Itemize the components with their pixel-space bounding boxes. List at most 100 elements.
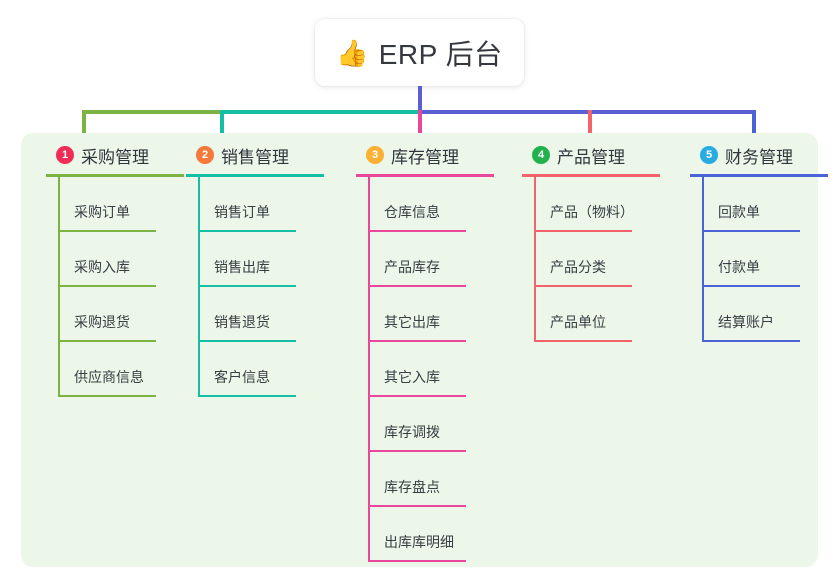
branch-header-3[interactable]: 3 库存管理	[350, 141, 510, 169]
branch-item[interactable]: 产品（物料）	[534, 177, 676, 232]
branch-item-underline	[370, 340, 466, 342]
branch-spine-line	[702, 177, 704, 342]
branch-item[interactable]: 产品库存	[368, 232, 510, 287]
branch-column-4: 4 产品管理产品（物料） 产品分类产品单位	[516, 141, 676, 342]
page-title: ERP 后台	[378, 38, 503, 70]
branch-title: 产品管理	[557, 147, 625, 167]
branch-header-underline	[522, 174, 660, 177]
branch-number-badge: 2	[196, 146, 214, 164]
branch-item-underline	[536, 230, 632, 232]
branch-item[interactable]: 其它入库	[368, 342, 510, 397]
branch-number-badge: 1	[56, 146, 74, 164]
branch-number-badge: 4	[532, 146, 550, 164]
branch-item-list: 产品（物料） 产品分类产品单位	[534, 177, 676, 342]
branch-item-underline	[370, 505, 466, 507]
branch-item-underline	[536, 340, 632, 342]
branch-item[interactable]: 库存盘点	[368, 452, 510, 507]
branch-item[interactable]: 回款单	[702, 177, 839, 232]
thumbs-up-icon: 👍	[336, 37, 369, 68]
branch-drop-3	[418, 110, 422, 141]
branch-item[interactable]: 产品单位	[534, 287, 676, 342]
branch-item-underline	[370, 560, 466, 562]
branch-item[interactable]: 客户信息	[198, 342, 340, 397]
branch-header-underline	[690, 174, 828, 177]
branch-item-label: 产品分类	[550, 259, 606, 275]
branch-item-label: 仓库信息	[384, 204, 440, 220]
branch-item-list: 采购订单采购入库采购退货供应商信息	[58, 177, 200, 397]
branch-item-underline	[60, 285, 156, 287]
branch-item[interactable]: 库存调拨	[368, 397, 510, 452]
branch-header-4[interactable]: 4 产品管理	[516, 141, 676, 169]
branch-item-label: 回款单	[718, 204, 760, 220]
branch-item-list: 销售订单销售出库销售退货客户信息	[198, 177, 340, 397]
branch-item[interactable]: 产品分类	[534, 232, 676, 287]
branch-item-label: 销售退货	[214, 314, 270, 330]
branch-item-underline	[60, 230, 156, 232]
branch-item[interactable]: 结算账户	[702, 287, 839, 342]
branch-header-underline	[356, 174, 494, 177]
branch-item-label: 销售出库	[214, 259, 270, 275]
branch-item-underline	[60, 340, 156, 342]
branch-item-list: 仓库信息产品库存其它出库其它入库库存调拨库存盘点出库库明细	[368, 177, 510, 562]
branch-item-underline	[370, 285, 466, 287]
branch-item[interactable]: 采购订单	[58, 177, 200, 232]
branch-column-5: 5 财务管理回款单付款单结算账户	[684, 141, 839, 342]
branch-header-underline	[186, 174, 324, 177]
branches-panel	[21, 133, 818, 567]
branch-item[interactable]: 采购退货	[58, 287, 200, 342]
branch-item-label: 采购入库	[74, 259, 130, 275]
branch-number-badge: 5	[700, 146, 718, 164]
branch-header-underline	[46, 174, 184, 177]
branch-title: 采购管理	[81, 147, 149, 167]
branch-item-label: 结算账户	[718, 314, 774, 330]
branch-item-underline	[704, 340, 800, 342]
branch-item[interactable]: 仓库信息	[368, 177, 510, 232]
branch-header-1[interactable]: 1 采购管理	[40, 141, 200, 169]
branch-item-underline	[370, 395, 466, 397]
branch-spine-line	[534, 177, 536, 342]
branch-item-label: 销售订单	[214, 204, 270, 220]
branch-item-underline	[704, 230, 800, 232]
bus-segment-3	[418, 110, 756, 114]
branch-column-1: 1 采购管理采购订单采购入库采购退货供应商信息	[40, 141, 200, 397]
branch-item-label: 其它入库	[384, 369, 440, 385]
branch-item[interactable]: 付款单	[702, 232, 839, 287]
branch-title: 库存管理	[391, 147, 459, 167]
branch-item-underline	[536, 285, 632, 287]
branch-item-label: 客户信息	[214, 369, 270, 385]
branch-item-underline	[200, 285, 296, 287]
branch-item-underline	[200, 340, 296, 342]
branch-item-underline	[200, 395, 296, 397]
branch-item[interactable]: 出库库明细	[368, 507, 510, 562]
bus-segment-1	[82, 110, 222, 114]
branch-item-label: 采购退货	[74, 314, 130, 330]
branch-item-label: 付款单	[718, 259, 760, 275]
branch-item[interactable]: 其它出库	[368, 287, 510, 342]
branch-item[interactable]: 销售退货	[198, 287, 340, 342]
branch-item-underline	[60, 395, 156, 397]
branch-item-list: 回款单付款单结算账户	[702, 177, 839, 342]
branch-number-badge: 3	[366, 146, 384, 164]
branch-header-5[interactable]: 5 财务管理	[684, 141, 839, 169]
branch-item-underline	[370, 230, 466, 232]
branch-item[interactable]: 供应商信息	[58, 342, 200, 397]
root-node-card[interactable]: 👍 ERP 后台	[315, 19, 524, 86]
root-connector-line	[418, 86, 422, 112]
branch-item-label: 库存盘点	[384, 479, 440, 495]
branch-spine-line	[368, 177, 370, 562]
branch-item-label: 出库库明细	[384, 534, 454, 550]
branch-drop-5	[752, 110, 756, 141]
branch-column-3: 3 库存管理仓库信息产品库存其它出库其它入库库存调拨库存盘点出库库明细	[350, 141, 510, 562]
branch-item[interactable]: 采购入库	[58, 232, 200, 287]
branch-item[interactable]: 销售订单	[198, 177, 340, 232]
branch-item-label: 产品（物料）	[550, 204, 634, 220]
branch-item-label: 产品库存	[384, 259, 440, 275]
branch-drop-4	[588, 110, 592, 141]
branch-item[interactable]: 销售出库	[198, 232, 340, 287]
root-node-content: 👍 ERP 后台	[336, 33, 502, 73]
branch-item-label: 供应商信息	[74, 369, 144, 385]
branch-drop-1	[82, 110, 86, 141]
branch-title: 财务管理	[725, 147, 793, 167]
